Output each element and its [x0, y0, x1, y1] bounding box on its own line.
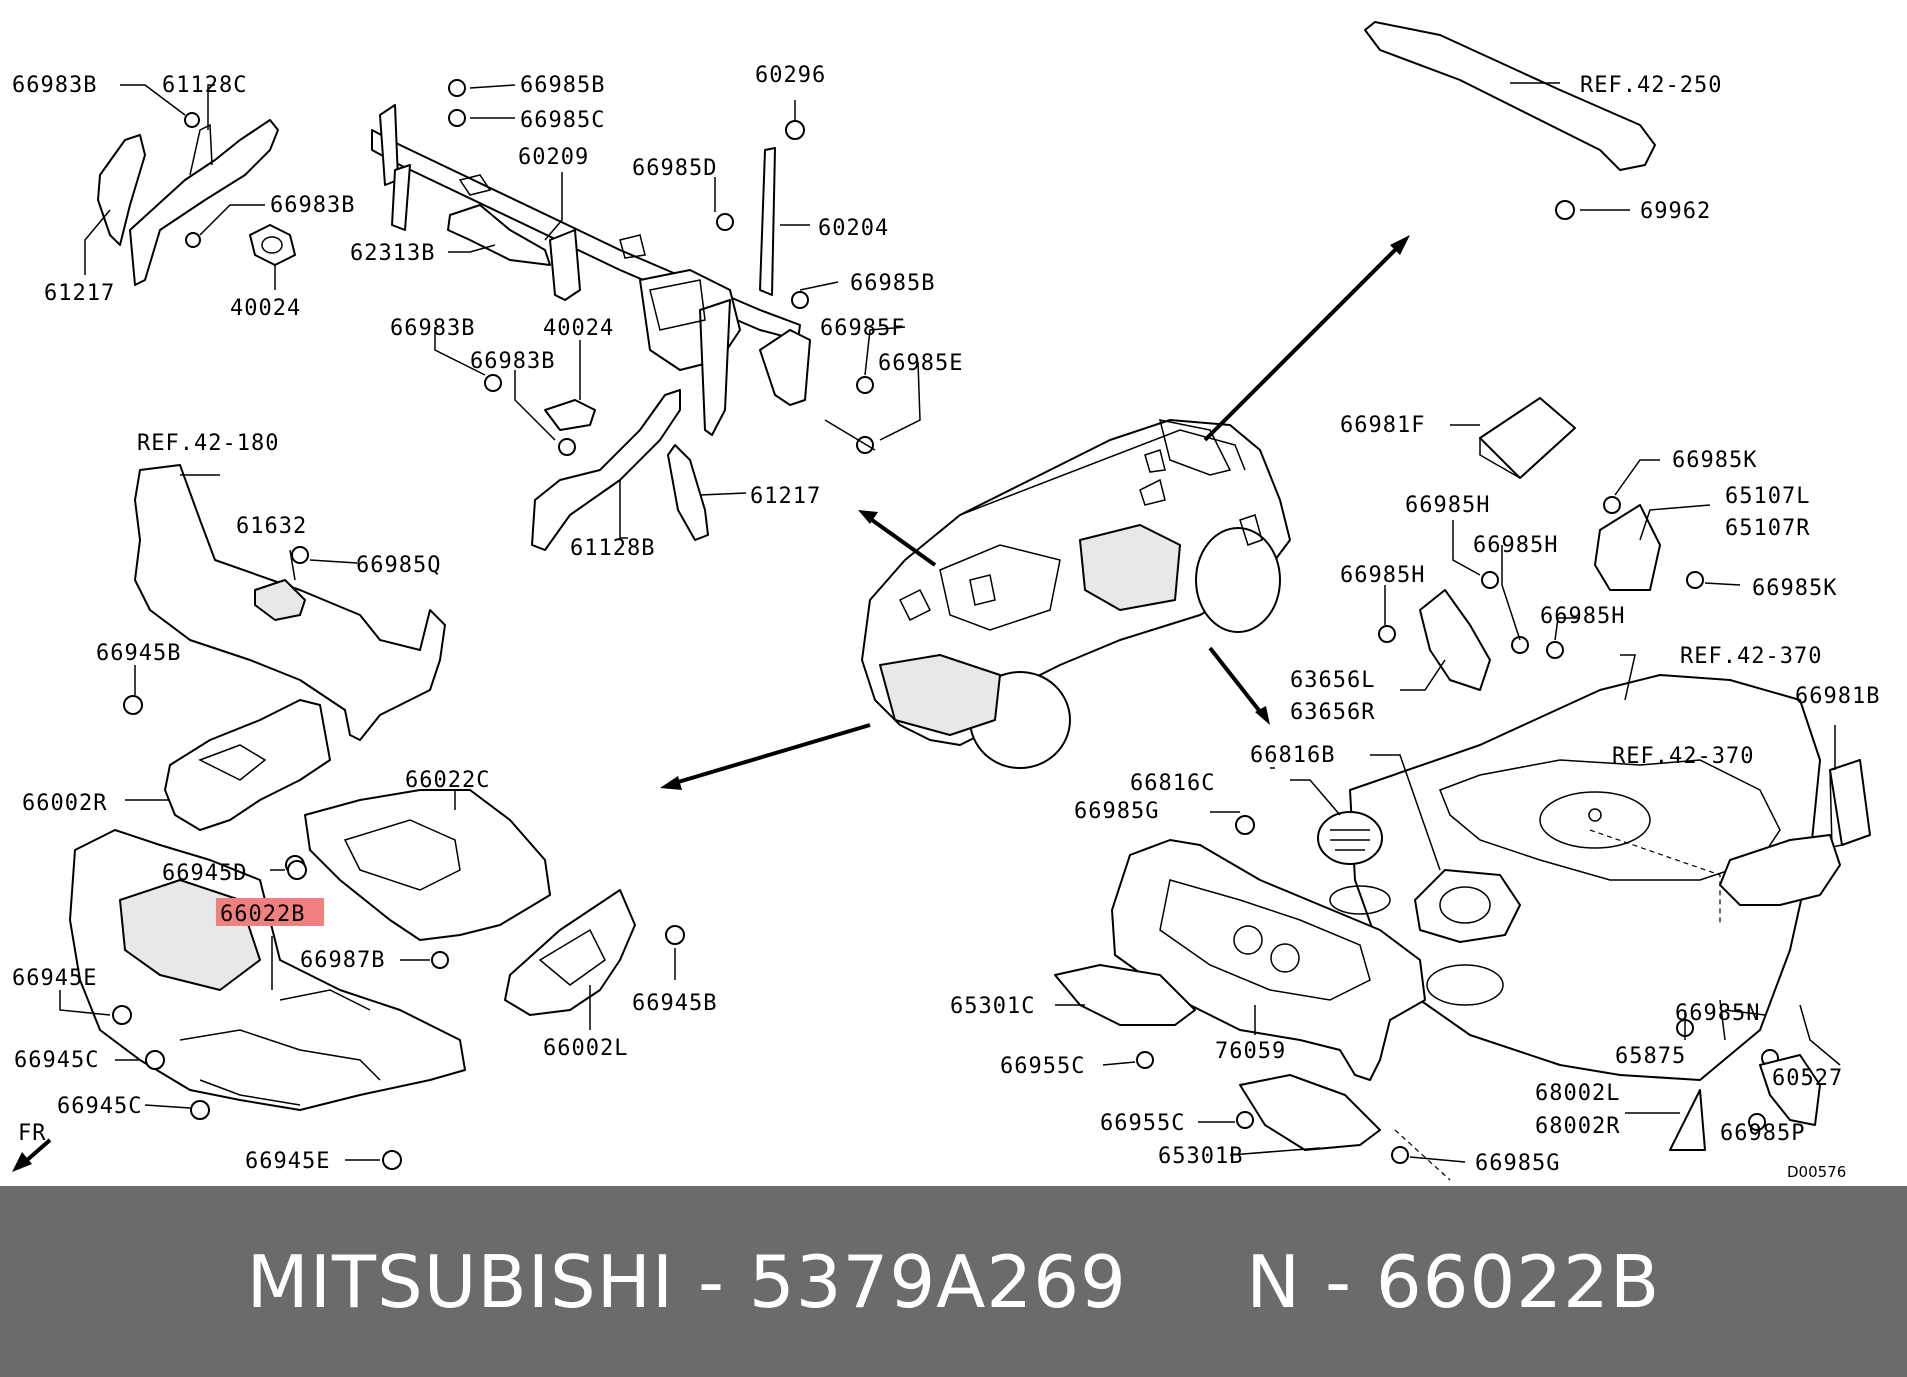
label-66985H: 66985H [1340, 563, 1425, 588]
label-66983B: 66983B [12, 73, 97, 98]
label-60209: 60209 [518, 145, 589, 170]
parts-diagram: 66983B 61128C 61217 66983B 40024 66985B … [12, 21, 1880, 1181]
direction-arrows [660, 235, 1410, 790]
separator: - [674, 1239, 749, 1324]
label-61632: 61632 [236, 514, 307, 539]
label-68002L: 68002L [1535, 1081, 1620, 1106]
leader-lines [59, 82, 1841, 1163]
ref-prefix: N [1246, 1239, 1302, 1324]
label-66985B: 66985B [850, 271, 935, 296]
label-ref-42-180: REF.42-180 [137, 431, 279, 456]
label-66985C: 66985C [520, 108, 605, 133]
lower-bracket-group [531, 389, 709, 551]
label-63656L: 63656L [1290, 668, 1375, 693]
label-66985G: 66985G [1074, 799, 1159, 824]
label-66945E: 66945E [12, 966, 97, 991]
banner-text: MITSUBISHI - 5379A269 N - 66022B [247, 1240, 1661, 1324]
label-66985K: 66985K [1672, 448, 1757, 473]
label-66985H: 66985H [1540, 604, 1625, 629]
label-66022C: 66022C [405, 768, 490, 793]
label-ref-42-250: REF.42-250 [1580, 73, 1722, 98]
label-61128C: 61128C [162, 73, 247, 98]
label-65875: 65875 [1615, 1044, 1686, 1069]
label-66985G: 66985G [1475, 1151, 1560, 1176]
label-65107R: 65107R [1725, 516, 1810, 541]
spacer [1127, 1240, 1246, 1324]
label-61217: 61217 [750, 484, 821, 509]
label-66945D: 66945D [162, 861, 247, 886]
label-65301B: 65301B [1158, 1144, 1243, 1169]
label-66002L: 66002L [543, 1036, 628, 1061]
label-62313B: 62313B [350, 241, 435, 266]
label-66987B: 66987B [300, 948, 385, 973]
label-61217: 61217 [44, 281, 115, 306]
label-66983B: 66983B [270, 193, 355, 218]
label-76059: 76059 [1215, 1039, 1286, 1064]
label-ref-42-370: REF.42-370 [1612, 744, 1754, 769]
label-60204: 60204 [818, 216, 889, 241]
label-66816C: 66816C [1130, 771, 1215, 796]
label-66022B: 66022B [220, 902, 305, 927]
label-69962: 69962 [1640, 199, 1711, 224]
roof-panel-ref [1364, 21, 1656, 220]
vehicle-body-outline [861, 419, 1291, 769]
label-66945B: 66945B [96, 641, 181, 666]
label-61128B: 61128B [570, 536, 655, 561]
label-drawing-code: D00576 [1787, 1163, 1846, 1181]
part-number: 5379A269 [748, 1239, 1127, 1324]
label-66983B: 66983B [470, 349, 555, 374]
label-63656R: 63656R [1290, 700, 1375, 725]
label-66945E: 66945E [245, 1149, 330, 1174]
label-65301C: 65301C [950, 994, 1035, 1019]
label-66985P: 66985P [1720, 1121, 1805, 1146]
label-66985H: 66985H [1473, 533, 1558, 558]
label-66816B: 66816B [1250, 743, 1335, 768]
under-cover-left-group [12, 695, 685, 1172]
separator: - [1301, 1239, 1376, 1324]
label-66981B: 66981B [1795, 684, 1880, 709]
rear-floor-group [1054, 397, 1871, 1181]
steering-support-member [371, 79, 876, 456]
label-66983B: 66983B [390, 316, 475, 341]
label-fr: FR [18, 1121, 47, 1146]
part-labels: 66983B 61128C 61217 66983B 40024 66985B … [12, 63, 1880, 1181]
label-40024: 40024 [543, 316, 614, 341]
label-66985Q: 66985Q [356, 553, 441, 578]
label-65107L: 65107L [1725, 484, 1810, 509]
label-68002R: 68002R [1535, 1114, 1620, 1139]
ref-code: 66022B [1375, 1239, 1661, 1324]
label-ref-42-370: REF.42-370 [1680, 644, 1822, 669]
left-side-bracket-group [97, 112, 296, 286]
highlight-box [216, 898, 324, 926]
label-66945B: 66945B [632, 991, 717, 1016]
label-66985E: 66985E [878, 351, 963, 376]
label-66945C: 66945C [14, 1048, 99, 1073]
label-60527: 60527 [1772, 1066, 1843, 1091]
label-66985B: 66985B [520, 73, 605, 98]
diagram-canvas: 66983B 61128C 61217 66983B 40024 66985B … [12, 21, 1880, 1181]
label-66955C: 66955C [1100, 1111, 1185, 1136]
label-66981F: 66981F [1340, 413, 1425, 438]
label-40024: 40024 [230, 296, 301, 321]
label-60296: 60296 [755, 63, 826, 88]
label-66985F: 66985F [820, 316, 905, 341]
radiator-support-ref [134, 464, 446, 741]
label-66985N: 66985N [1675, 1001, 1760, 1026]
label-66955C: 66955C [1000, 1054, 1085, 1079]
brand-name: MITSUBISHI [246, 1239, 675, 1324]
label-66985D: 66985D [632, 156, 717, 181]
part-number-banner: MITSUBISHI - 5379A269 N - 66022B [0, 1186, 1907, 1377]
label-66985H: 66985H [1405, 493, 1490, 518]
label-66002R: 66002R [22, 791, 107, 816]
label-66945C: 66945C [57, 1094, 142, 1119]
label-66985K: 66985K [1752, 576, 1837, 601]
